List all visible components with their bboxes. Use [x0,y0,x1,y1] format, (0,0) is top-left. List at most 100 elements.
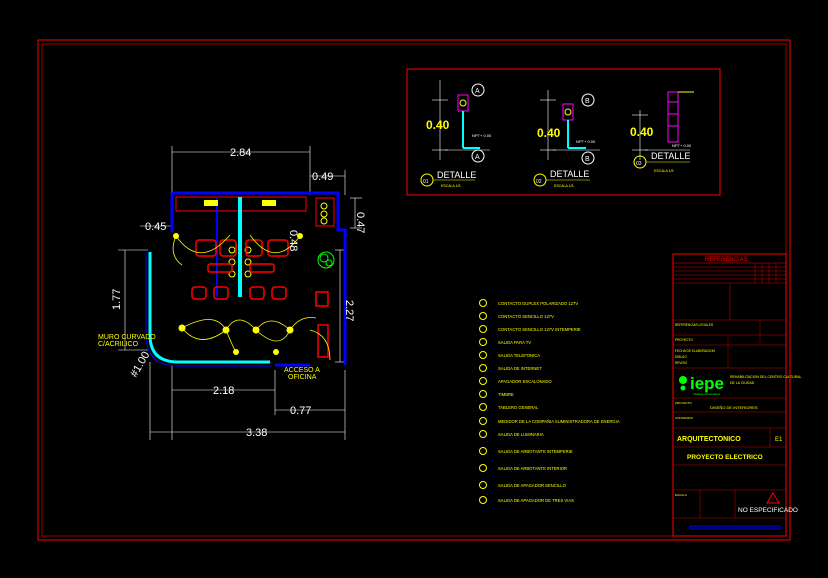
partition [238,197,242,297]
sheet-code: E1 [775,437,783,443]
legend-symbol-icon [479,364,487,372]
title-block-frame [672,253,787,537]
detail-2-tag-2: B [585,156,590,163]
legend-symbol-icon [479,377,487,385]
dim-right-small-side: 0.47 [354,212,366,233]
detail-1-tag-2: A [475,154,480,161]
wall-outline [175,196,335,227]
detail-2: B B 0.40 NPT+ 0.00 02 DETALLE ESCALA 1/5 [533,90,600,188]
detail-1-note: NPT+ 0.00 [472,133,492,138]
legend-item-label: SALIDA PARA TV [498,340,531,345]
wall-label-1: MURO CURVADO [98,334,156,341]
legend-item-label: SALIDA TELEFONICA [498,353,540,358]
dim-right-small-top: 0.49 [312,171,333,183]
door-swing [309,329,331,361]
legend-item-label: APAGADOR ESCALONADO [498,379,552,384]
detail-1-tag: A [475,88,480,95]
detail-2-height: 0.40 [537,126,561,140]
outlets-top [228,202,328,278]
legend-symbol-icon [479,390,487,398]
scale-value: NO ESPECIFICADO [738,507,798,514]
title-row-labels: REFERENCIAS LEGALES PROYECTO FECHA DE EL… [675,323,716,365]
legend-item-label: TABLERO GENERAL [498,405,539,410]
legend-item-label: SALIDA DE LUMINARIA [498,432,544,437]
legend-item-label: SALIDA DE APAGADOR SENCILLO [498,483,567,488]
north-icon [766,492,780,504]
legend-item-label: SALIDA DE ARBOTANTE INTEMPERIE [498,449,573,454]
row-label-2: FECHA DE ELABORACION [675,349,716,353]
dim-left-small: 0.45 [145,221,166,233]
access-label-2: OFICINA [288,374,317,381]
detail-3-num: 03 [636,161,642,167]
legend-item-label: CONTACTO DUPLEX POLARIZADO 127V [498,301,578,306]
row-label-4: REVISO [675,361,688,365]
details-panel: A A 0.40 NPT+ 0.00 01 DETALLE ESCALA 1/5… [406,68,721,196]
dim-bottom-small: 0.77 [290,405,311,417]
curved-wall-edge [145,252,272,367]
detail-3: 0.40 NPT+ 0.00 03 DETALLE ESCALA 1/5 [630,91,694,173]
field-project: PROYECTO [675,401,692,405]
plan-name: PROYECTO ELECTRICO [687,454,763,461]
legend-symbol-icon [479,351,487,359]
project-line-1: REHABILITACION DEL CENTRO CULTURAL [730,375,802,379]
legend-item-label: MEDIDOR DE LA COMPAÑIA SUMINISTRADORA DE… [498,419,620,424]
row-label-3: DIBUJO [675,355,687,359]
legend-symbol-icon [479,496,487,504]
sheet-inner-frame [41,43,787,537]
light-fixtures [173,233,303,355]
detail-2-note: NPT+ 0.00 [576,139,596,144]
references-grid [673,263,786,519]
field-design: DISEÑO DE INTERIORES [710,405,758,410]
discipline: ARQUITECTONICO [677,436,741,443]
dimension-texts: 2.84 0.49 0.47 0.45 0.48 1.77 2.27 #1.00… [111,147,366,439]
legend-item-label: CONTACTO SENCILLO 127V [498,314,554,319]
legend-symbol-icon [479,299,487,307]
detail-2-num: 02 [536,179,542,185]
details-frame [406,68,721,196]
dim-left-height: 1.77 [111,289,123,310]
legend-item-label: TIMBRE [498,392,514,397]
detail-1-height: 0.40 [426,118,450,132]
detail-1-scale: ESCALA 1/5 [441,184,461,188]
detail-2-scale: ESCALA 1/5 [554,184,574,188]
dim-diag: #1.00 [128,350,152,380]
dim-bottom-inner: 2.18 [213,385,234,397]
detail-3-height: 0.40 [630,125,654,139]
sheet-frame [37,39,791,541]
desk-fixtures [204,200,276,206]
scale-bar [689,525,781,530]
floor-plan: 2.84 0.49 0.47 0.45 0.48 1.77 2.27 #1.00… [98,146,366,440]
furniture [191,239,329,358]
references-header: REFERENCIAS [705,257,748,263]
legend-symbol-icon [479,338,487,346]
project-line-2: DE LA CIUDAD [730,381,755,385]
field-content: CONTENIDO [675,416,694,420]
legend-symbol-icon [479,417,487,425]
symbol-legend: CONTACTO DUPLEX POLARIZADO 127V CONTACTO … [479,299,620,504]
circuits [172,234,317,353]
iepe-logo: iepe Instituto de Estudios [679,374,724,396]
scale-label: ESCALA [675,493,687,497]
detail-3-scale: ESCALA 1/5 [654,169,674,173]
legend-symbol-icon [479,430,487,438]
plan-labels: MURO CURVADO C/ACRILICO ACCESO A OFICINA [98,334,320,381]
dim-inner-small: 0.48 [287,230,299,251]
detail-2-tag: B [585,98,590,105]
plant [317,251,335,269]
logo-subtext: Instituto de Estudios [693,392,721,396]
legend-symbol-icon [479,447,487,455]
dim-top-width: 2.84 [230,147,251,159]
detail-1-num: 01 [423,179,429,185]
logo-text: iepe [690,374,724,393]
dim-bottom-total: 3.38 [246,427,267,439]
row-label-0: REFERENCIAS LEGALES [675,323,713,327]
legend-item-label: SALIDA DE ARBOTANTE INTERIOR [498,466,567,471]
walls [170,191,347,367]
legend-item-label: SALIDA DE INTERNET [498,366,542,371]
dimension-lines [118,146,362,440]
dim-right-height: 2.27 [343,300,355,321]
detail-1-title: DETALLE [437,170,476,180]
curved-acrylic-wall [148,252,270,364]
legend-symbol-icon [479,312,487,320]
